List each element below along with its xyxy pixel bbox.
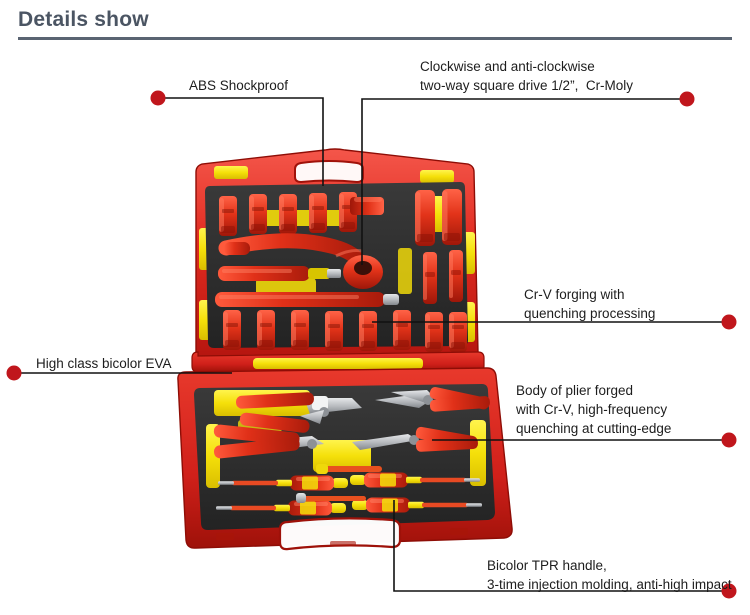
callout-text-eva-liner: High class bicolor EVA xyxy=(36,354,172,373)
callout-text-abs-shockproof: ABS Shockproof xyxy=(189,76,288,95)
page-title: Details show xyxy=(18,8,149,31)
callout-line: High class bicolor EVA xyxy=(36,356,172,371)
callout-line: Clockwise and anti-clockwise xyxy=(420,59,595,74)
leader-line-square-drive xyxy=(361,98,687,265)
callout-text-square-drive: Clockwise and anti-clockwise two-way squa… xyxy=(420,57,633,95)
callout-line: with Cr-V, high-frequency xyxy=(516,402,668,417)
case-lid xyxy=(195,148,479,361)
callout-dot-tpr-handle xyxy=(721,583,737,599)
callout-dot-eva-liner xyxy=(6,365,22,381)
callout-dot-plier-body xyxy=(721,432,737,448)
callout-line: ABS Shockproof xyxy=(189,78,289,93)
leader-line-abs-shockproof xyxy=(158,97,324,186)
callout-text-crv-forging: Cr-V forging with quenching processing xyxy=(524,285,655,323)
extension-bar-short xyxy=(218,266,341,281)
callout-line: Bicolor TPR handle, xyxy=(487,558,607,573)
callout-line: two-way square drive 1/2”, Cr-Moly xyxy=(420,78,634,93)
ratchet-wrench xyxy=(218,233,383,289)
callout-text-plier-body: Body of plier forged with Cr-V, high-freq… xyxy=(516,381,671,438)
cable-cutter xyxy=(235,392,362,433)
callout-line: Cr-V forging with xyxy=(524,287,625,302)
callout-text-tpr-handle: Bicolor TPR handle, 3-time injection mold… xyxy=(487,556,732,594)
case-base xyxy=(177,367,513,551)
callout-line: 3-time injection molding, anti-high impa… xyxy=(487,577,732,592)
callout-line: quenching at cutting-edge xyxy=(516,421,672,436)
callout-line: quenching processing xyxy=(524,306,656,321)
combination-plier xyxy=(375,387,490,412)
callout-dot-abs-shockproof xyxy=(150,90,166,106)
extension-bar-long xyxy=(215,292,399,307)
callout-dot-square-drive xyxy=(679,91,695,107)
diagonal-cutting-plier xyxy=(213,424,324,459)
case-hinge xyxy=(191,351,485,373)
title-divider xyxy=(18,37,732,40)
callout-line: Body of plier forged xyxy=(516,383,634,398)
leader-line-tpr-handle xyxy=(393,500,729,592)
callout-dot-crv-forging xyxy=(721,314,737,330)
